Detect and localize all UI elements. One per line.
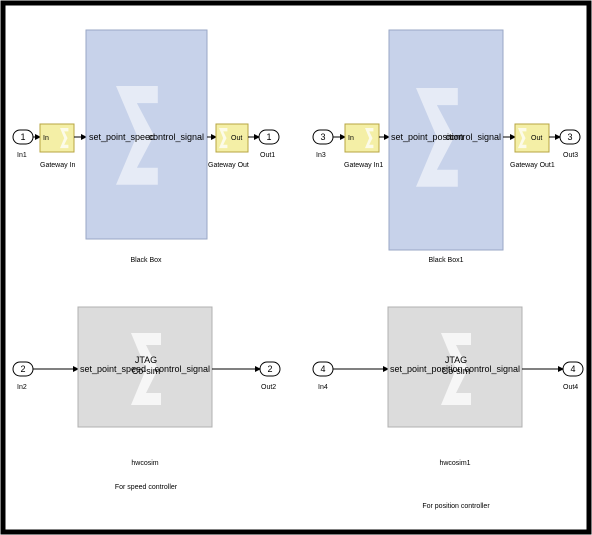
inport-number: 3 (320, 132, 325, 142)
black-box-in-port: set_point_position (391, 132, 464, 142)
gateway-port-text: Out (531, 135, 542, 142)
gateway-out-block[interactable]: Out (514, 123, 550, 153)
gateway-label: Gateway In (40, 162, 76, 169)
gateway-label: Gateway Out1 (510, 162, 555, 169)
cosim-center-line1: JTAG (445, 355, 467, 365)
inport-number: 1 (20, 132, 25, 142)
outport-block[interactable]: 3 (559, 129, 581, 145)
inport-number: 4 (320, 364, 325, 374)
cosim-center-line2: Co-sim (132, 366, 161, 376)
outport-block[interactable]: 1 (258, 129, 280, 145)
cosim-in-port: set_point_speed (80, 364, 146, 374)
cosim-block[interactable]: set_point_speed JTAG Co-sim control_sign… (77, 306, 213, 428)
gateway-port-text: In (43, 135, 49, 142)
inport-label: In3 (316, 152, 326, 159)
gateway-label: Gateway In1 (344, 162, 383, 169)
outport-number: 4 (570, 364, 575, 374)
cosim-caption: For position controller (422, 503, 490, 510)
inport-label: In2 (17, 384, 27, 391)
cosim-out-port: control_signal (154, 364, 210, 374)
black-box-block[interactable]: set_point_position control_signal (388, 29, 504, 251)
inport-block[interactable]: 2 (12, 361, 34, 377)
cosim-label: hwcosim1 (439, 460, 470, 467)
outport-label: Out1 (260, 152, 275, 159)
inport-label: In1 (17, 152, 27, 159)
gateway-in-block[interactable]: In (39, 123, 75, 153)
inport-block[interactable]: 3 (312, 129, 334, 145)
cosim-caption: For speed controller (115, 484, 178, 491)
outport-block[interactable]: 2 (259, 361, 281, 377)
cosim-label: hwcosim (131, 460, 158, 467)
outport-label: Out4 (563, 384, 578, 391)
black-box-label: Black Box (130, 257, 162, 264)
cosim-block[interactable]: set_point_position JTAG Co-sim control_s… (387, 306, 523, 428)
inport-label: In4 (318, 384, 328, 391)
black-box-label: Black Box1 (428, 257, 463, 264)
gateway-port-text: Out (231, 135, 242, 142)
inport-number: 2 (20, 364, 25, 374)
black-box-out-port: control_signal (148, 132, 204, 142)
black-box-block[interactable]: set_point_speed control_signal (85, 29, 208, 240)
gateway-port-text: In (348, 135, 354, 142)
gateway-label: Gateway Out (208, 162, 249, 169)
black-box-out-port: control_signal (445, 132, 501, 142)
outport-block[interactable]: 4 (562, 361, 584, 377)
cosim-center-line2: Co-sim (442, 366, 471, 376)
gateway-in-block[interactable]: In (344, 123, 380, 153)
outport-label: Out2 (261, 384, 276, 391)
gateway-out-block[interactable]: Out (215, 123, 249, 153)
outport-label: Out3 (563, 152, 578, 159)
outport-number: 2 (267, 364, 272, 374)
cosim-center-line1: JTAG (135, 355, 157, 365)
inport-block[interactable]: 4 (312, 361, 334, 377)
cosim-in-port: set_point_position (390, 364, 463, 374)
outport-number: 1 (266, 132, 271, 142)
cosim-out-port: control_signal (464, 364, 520, 374)
inport-block[interactable]: 1 (12, 129, 34, 145)
outport-number: 3 (567, 132, 572, 142)
black-box-in-port: set_point_speed (89, 132, 155, 142)
